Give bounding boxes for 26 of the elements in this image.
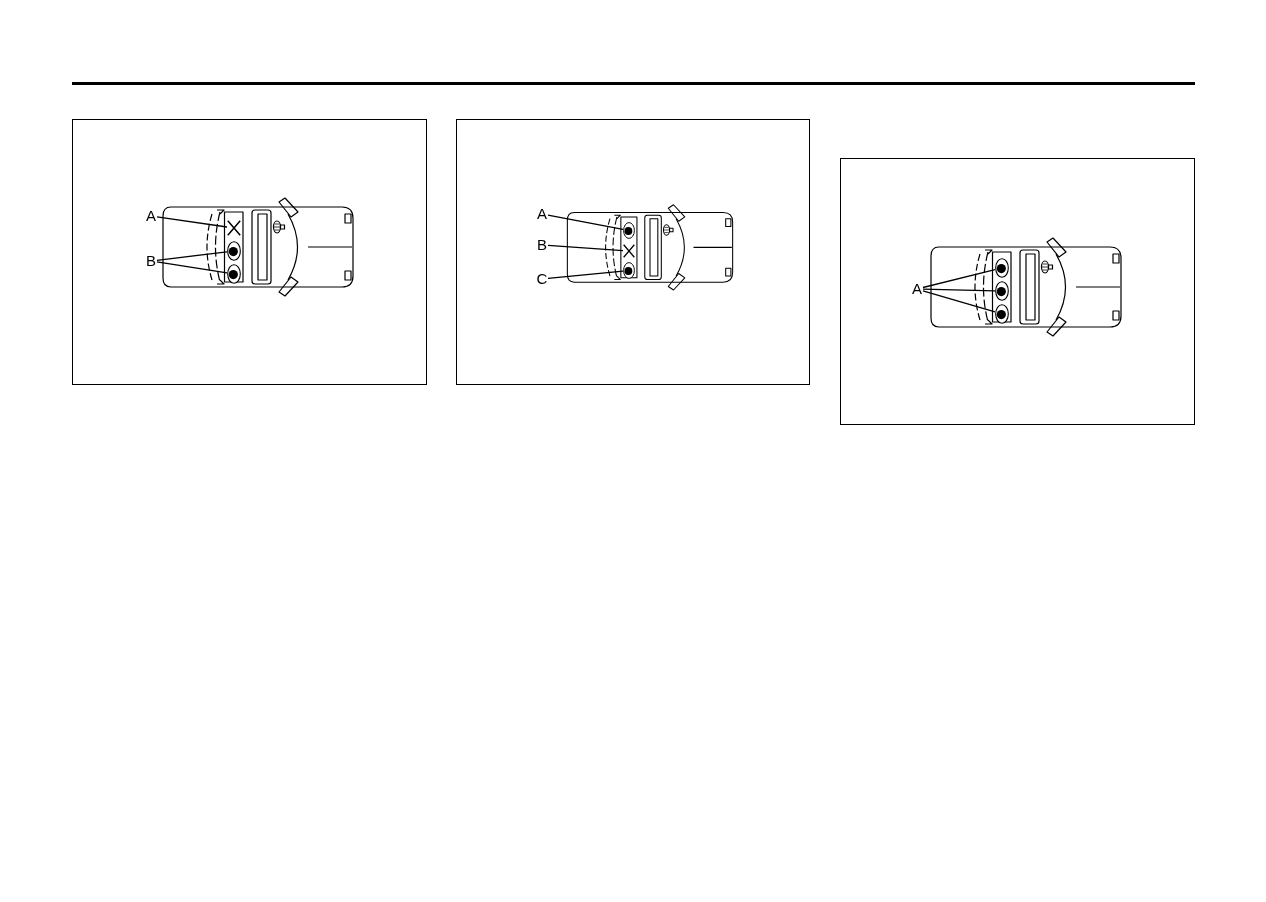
seat-dot-icon <box>227 241 241 261</box>
seat-dot-icon <box>995 281 1009 301</box>
callout-letter: B <box>145 252 157 270</box>
callout-letter: C <box>536 270 548 288</box>
leader-line <box>922 290 996 313</box>
callout-letter: B <box>536 236 548 254</box>
leader-line <box>547 214 624 231</box>
seat-dot-icon <box>995 304 1009 324</box>
leader-line <box>547 270 624 280</box>
x-mark-icon <box>227 220 241 236</box>
x-mark-icon <box>623 244 635 258</box>
seat-dot-icon <box>623 222 635 239</box>
callout-letter: A <box>911 280 923 298</box>
leader-line <box>922 288 996 292</box>
seat-dot-icon <box>995 258 1009 278</box>
leader-line <box>156 251 228 261</box>
leader-line <box>547 244 624 252</box>
diagram-panel <box>72 119 427 385</box>
seat-dot-icon <box>623 262 635 279</box>
callout-letter: A <box>145 207 157 225</box>
seat-dot-icon <box>227 264 241 284</box>
diagram-panel <box>456 119 810 385</box>
leader-line <box>922 269 996 289</box>
leader-line <box>156 261 228 274</box>
callout-letter: A <box>536 205 548 223</box>
diagram-panel <box>840 158 1195 425</box>
